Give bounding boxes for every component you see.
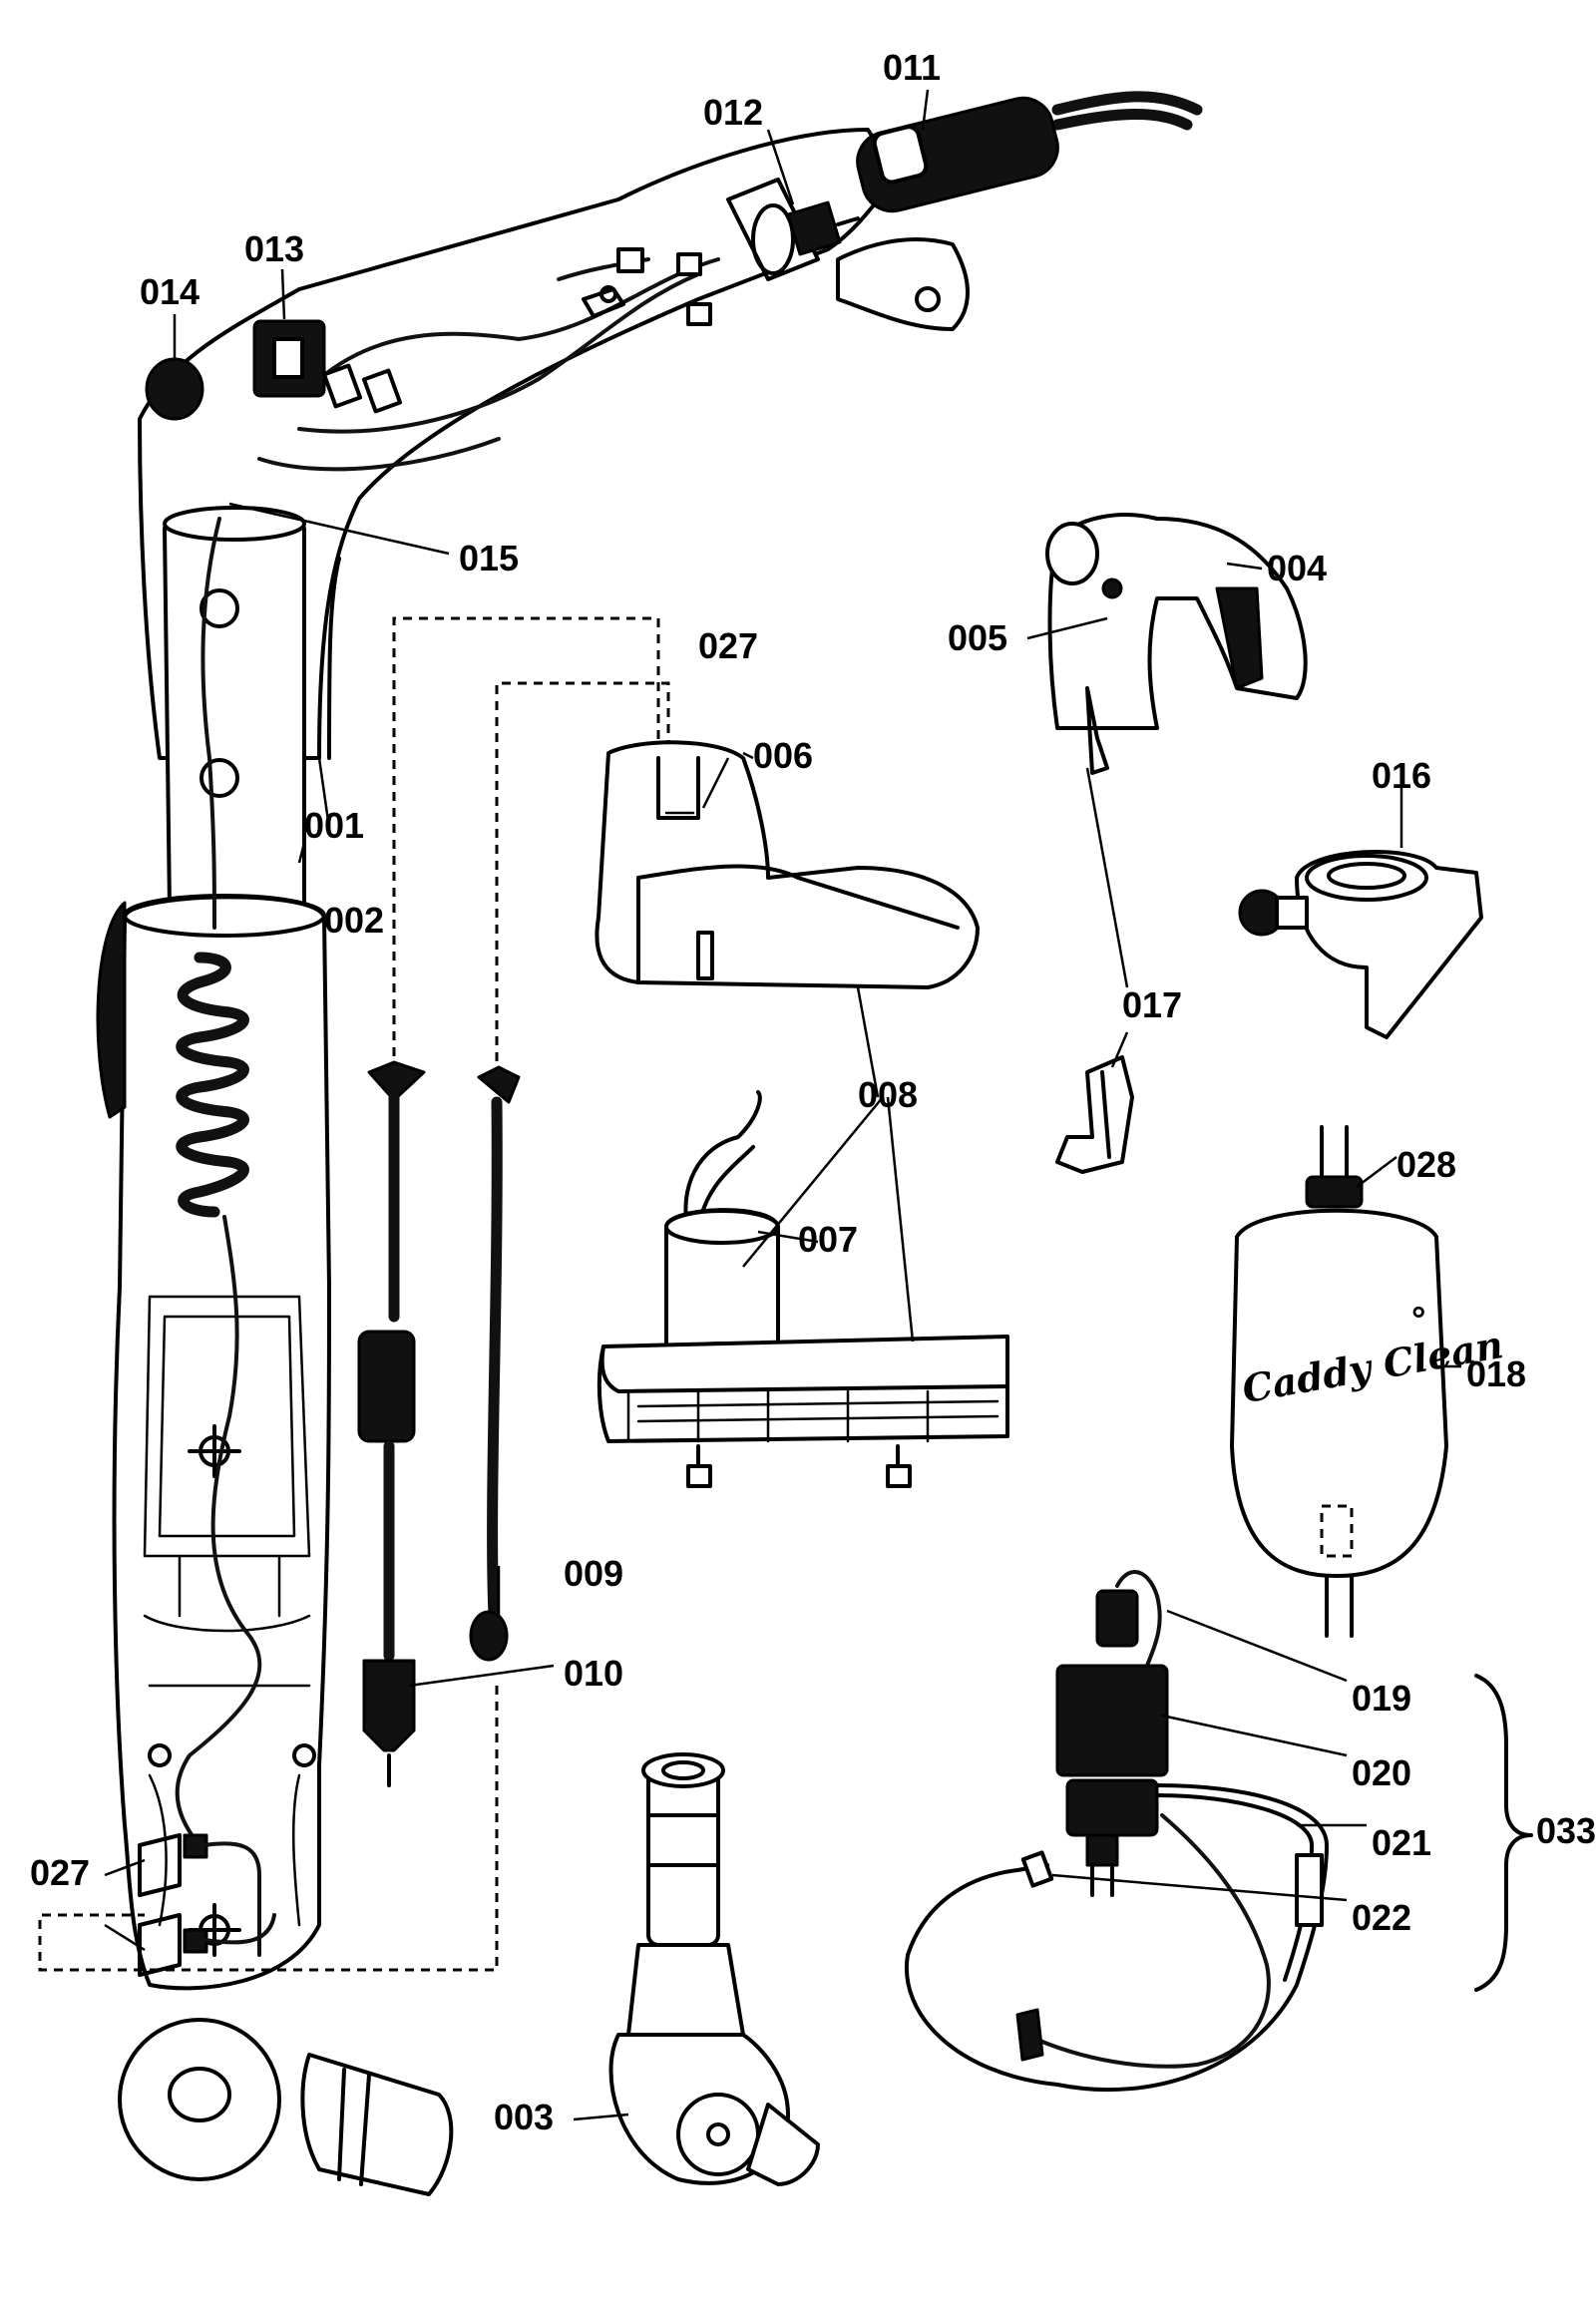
label-007: 007 — [798, 1219, 858, 1260]
label-011: 011 — [883, 47, 941, 88]
label-027-top: 027 — [698, 625, 758, 666]
label-010: 010 — [564, 1653, 623, 1694]
motor-assembly-007 — [597, 1090, 1009, 1488]
label-018: 018 — [1466, 1353, 1526, 1394]
socket-012 — [726, 178, 860, 281]
label-003: 003 — [494, 2097, 554, 2137]
label-014: 014 — [140, 271, 200, 312]
cord-strain-relief-011 — [856, 91, 1203, 213]
label-002: 002 — [324, 900, 384, 941]
label-016: 016 — [1372, 755, 1431, 796]
label-015: 015 — [459, 538, 519, 578]
wiring-path-dashed — [38, 616, 670, 1972]
leader-lines — [104, 89, 1461, 2121]
label-019: 019 — [1352, 1678, 1411, 1719]
label-027-bottom: 027 — [30, 1852, 90, 1893]
label-006: 006 — [753, 735, 813, 776]
wire-009 — [469, 1065, 521, 1662]
clip-017 — [1055, 1055, 1134, 1174]
wire-010 — [357, 1060, 426, 1787]
label-012: 012 — [703, 92, 763, 133]
button-014 — [145, 357, 204, 421]
label-028: 028 — [1396, 1144, 1456, 1185]
label-004: 004 — [1267, 548, 1327, 588]
pump-assembly — [904, 1570, 1329, 2093]
inner-tube — [163, 506, 306, 910]
label-021: 021 — [1372, 1822, 1431, 1863]
handle-piece-004 — [1045, 513, 1308, 775]
clamp-016 — [1238, 849, 1483, 1039]
label-008-top: 008 — [858, 1074, 918, 1115]
label-033: 033 — [1536, 1810, 1596, 1851]
label-020: 020 — [1352, 1752, 1411, 1793]
label-017: 017 — [1122, 984, 1182, 1025]
part-labels: 011 012 013 014 015 001 002 027 006 008 … — [30, 47, 1596, 2137]
motor-cover-006 — [595, 740, 980, 989]
swivel-003 — [608, 1752, 820, 2186]
label-001: 001 — [304, 805, 364, 846]
brush-swivel-bottom — [118, 2018, 454, 2196]
bottle-brand-mark: ° — [1411, 1299, 1425, 1340]
label-022: 022 — [1352, 1897, 1411, 1938]
handle-wiring — [257, 247, 720, 472]
label-005: 005 — [948, 617, 1007, 658]
label-013: 013 — [244, 228, 304, 269]
lower-connectors — [138, 1833, 276, 1977]
bracket-033 — [1474, 1674, 1533, 1992]
upper-housing-001 — [138, 128, 970, 760]
label-009: 009 — [564, 1553, 623, 1594]
coiled-cord — [175, 517, 262, 1847]
switch-013 — [252, 319, 326, 398]
bottle-018: Caddy Clean ° — [1230, 1125, 1506, 1638]
